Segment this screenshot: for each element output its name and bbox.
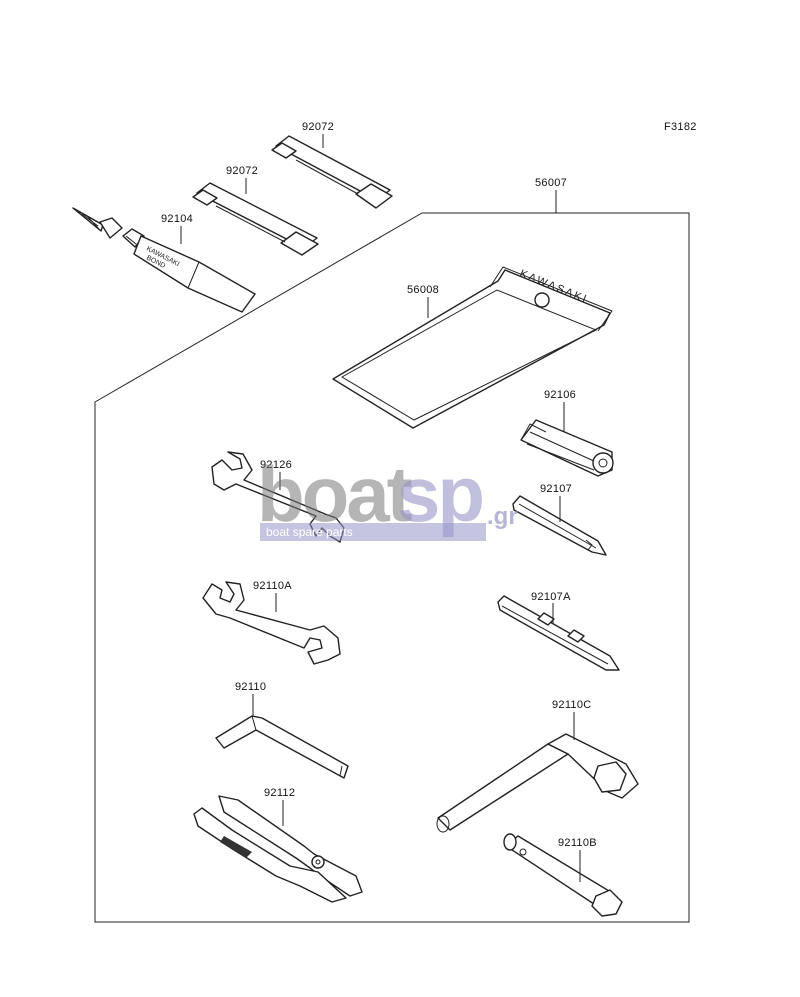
kit-boundary	[94, 212, 690, 923]
pliers-92112[interactable]	[193, 795, 363, 903]
label-92126[interactable]: 92126	[260, 459, 292, 471]
label-92106[interactable]: 92106	[544, 389, 576, 401]
strap-92072-top[interactable]	[271, 135, 393, 209]
label-92110A[interactable]: 92110A	[253, 580, 292, 592]
screwdriver-92107A[interactable]	[497, 595, 620, 671]
label-92107A[interactable]: 92107A	[531, 591, 571, 603]
label-92110C[interactable]: 92110C	[552, 699, 592, 711]
label-56007[interactable]: 56007	[535, 177, 567, 189]
label-92110[interactable]: 92110	[235, 681, 266, 693]
label-92104[interactable]: 92104	[161, 213, 193, 225]
label-92072-mid[interactable]: 92072	[226, 165, 258, 177]
strap-92072-mid[interactable]	[192, 182, 319, 256]
wrench-92110A[interactable]	[202, 581, 341, 665]
screwdriver-92107[interactable]	[512, 495, 607, 556]
box-wrench-92110C[interactable]	[436, 733, 639, 833]
label-56008[interactable]: 56008	[407, 284, 439, 296]
socket-92110B[interactable]	[503, 833, 623, 917]
label-92112[interactable]: 92112	[264, 787, 295, 799]
figure-code: F3182	[664, 121, 697, 133]
hex-key-92110[interactable]	[215, 715, 349, 779]
grip-92106[interactable]	[520, 419, 614, 477]
label-92110B[interactable]: 92110B	[558, 837, 597, 849]
label-92072-top[interactable]: 92072	[302, 121, 334, 133]
bond-tube-92104[interactable]: KAWASAKI BOND	[72, 207, 256, 313]
label-92107[interactable]: 92107	[540, 483, 572, 495]
tool-pouch-56008[interactable]: KAWASAKI	[332, 266, 613, 429]
